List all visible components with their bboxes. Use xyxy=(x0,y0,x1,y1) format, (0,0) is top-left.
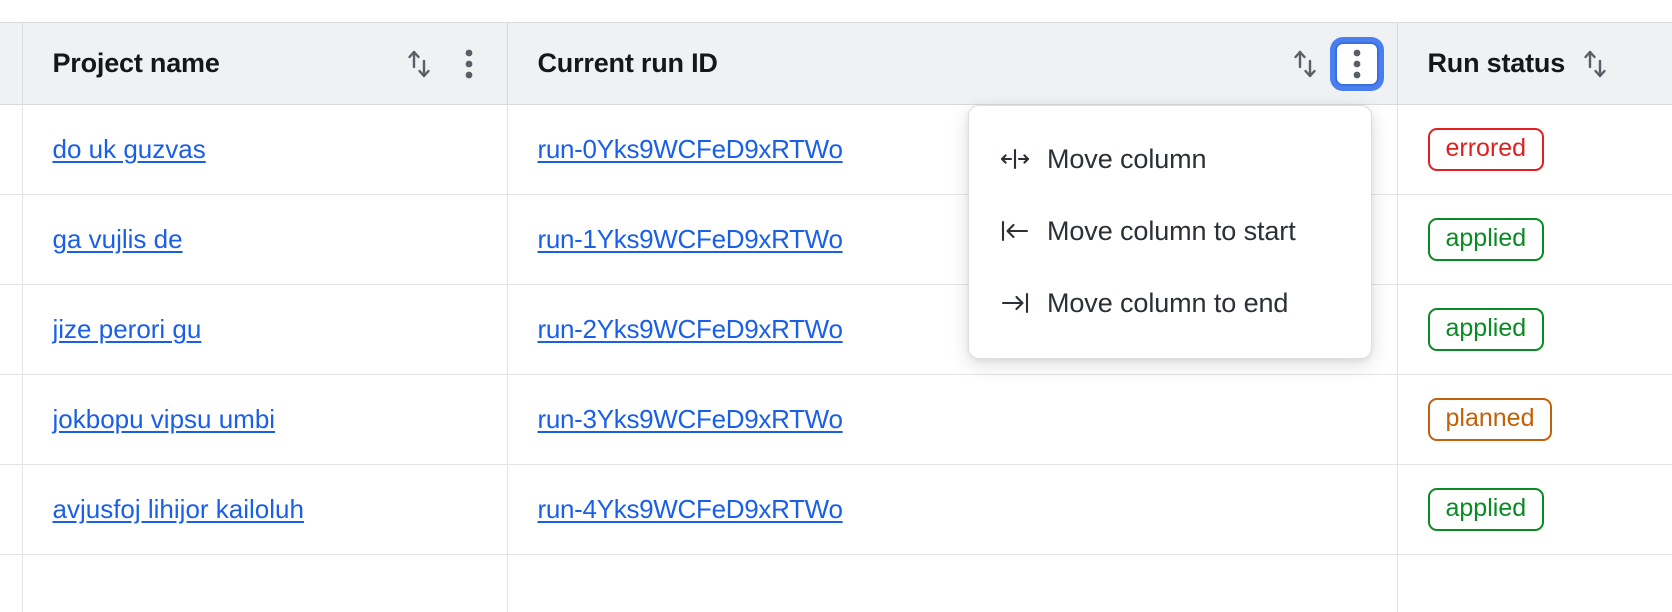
table-row xyxy=(0,554,1672,612)
row-gutter xyxy=(0,464,23,555)
header-gutter xyxy=(0,22,23,105)
sort-button-run-status[interactable] xyxy=(1575,44,1615,84)
project-name-link[interactable]: do uk guzvas xyxy=(52,134,206,164)
table-row: do uk guzvas run-0Yks9WCFeD9xRTWo errore… xyxy=(0,104,1672,195)
move-column-to-start-icon xyxy=(999,215,1031,247)
cell-run-status: errored xyxy=(1397,104,1672,195)
cell-project-name: jize perori gu xyxy=(22,284,508,375)
project-name-link[interactable]: jize perori gu xyxy=(52,314,202,344)
status-badge: planned xyxy=(1427,398,1553,441)
run-id-link[interactable]: run-3Yks9WCFeD9xRTWo xyxy=(537,404,843,434)
project-name-link[interactable]: jokbopu vipsu umbi xyxy=(52,404,276,434)
cell-project-name: do uk guzvas xyxy=(22,104,508,195)
menu-item-label: Move column to end xyxy=(1047,287,1289,318)
status-badge: errored xyxy=(1427,128,1545,171)
sort-updown-icon xyxy=(1293,50,1316,77)
menu-item-label: Move column xyxy=(1047,143,1207,174)
cell-run-status: applied xyxy=(1397,194,1672,285)
table-header: Project name xyxy=(0,22,1672,105)
cell-run-status xyxy=(1397,554,1672,612)
project-name-link[interactable]: avjusfoj lihijor kailoluh xyxy=(52,494,304,524)
table-row: jize perori gu run-2Yks9WCFeD9xRTWo appl… xyxy=(0,284,1672,375)
table-row: avjusfoj lihijor kailoluh run-4Yks9WCFeD… xyxy=(0,464,1672,555)
projects-table: Project name xyxy=(0,22,1672,612)
row-gutter xyxy=(0,374,23,465)
run-id-link[interactable]: run-0Yks9WCFeD9xRTWo xyxy=(537,134,843,164)
column-menu-button-current-run-id[interactable] xyxy=(1334,41,1379,86)
column-header-project-name: Project name xyxy=(22,22,508,105)
menu-item-label: Move column to start xyxy=(1047,215,1296,246)
move-column-icon xyxy=(999,143,1031,175)
row-gutter xyxy=(0,284,23,375)
row-gutter xyxy=(0,554,23,612)
column-header-run-status: Run status xyxy=(1397,22,1672,105)
kebab-vertical-icon xyxy=(465,49,472,78)
column-header-label-run-status: Run status xyxy=(1427,48,1566,78)
menu-item-move-column-to-start[interactable]: Move column to start xyxy=(969,195,1371,267)
project-name-link[interactable]: ga vujlis de xyxy=(52,224,183,254)
sort-updown-icon xyxy=(1584,50,1606,77)
cell-project-name: jokbopu vipsu umbi xyxy=(22,374,508,465)
table-body: do uk guzvas run-0Yks9WCFeD9xRTWo errore… xyxy=(0,104,1672,612)
run-id-link[interactable]: run-1Yks9WCFeD9xRTWo xyxy=(537,224,843,254)
cell-project-name: avjusfoj lihijor kailoluh xyxy=(22,464,508,555)
run-id-link[interactable]: run-4Yks9WCFeD9xRTWo xyxy=(537,494,843,524)
status-badge: applied xyxy=(1427,308,1545,351)
cell-current-run-id xyxy=(507,554,1398,612)
sort-updown-icon xyxy=(407,50,430,77)
menu-item-move-column[interactable]: Move column xyxy=(969,123,1371,195)
sort-button-current-run-id[interactable] xyxy=(1285,44,1325,84)
cell-current-run-id: run-4Yks9WCFeD9xRTWo xyxy=(507,464,1398,555)
cell-current-run-id: run-3Yks9WCFeD9xRTWo xyxy=(507,374,1398,465)
kebab-vertical-icon xyxy=(1353,49,1360,78)
menu-item-move-column-to-end[interactable]: Move column to end xyxy=(969,267,1371,339)
cell-run-status: planned xyxy=(1397,374,1672,465)
column-context-menu: Move column Move column to start xyxy=(968,105,1372,359)
row-gutter xyxy=(0,104,23,195)
table-header-row: Project name xyxy=(0,22,1672,105)
table-row: ga vujlis de run-1Yks9WCFeD9xRTWo applie… xyxy=(0,194,1672,285)
sort-button-project-name[interactable] xyxy=(399,44,439,84)
cell-project-name: ga vujlis de xyxy=(22,194,508,285)
column-header-label-project-name: Project name xyxy=(52,48,220,78)
status-badge: applied xyxy=(1427,218,1545,261)
cell-run-status: applied xyxy=(1397,464,1672,555)
row-gutter xyxy=(0,194,23,285)
column-menu-button-project-name[interactable] xyxy=(449,44,489,84)
cell-project-name xyxy=(22,554,508,612)
column-header-current-run-id: Current run ID xyxy=(507,22,1398,105)
run-id-link[interactable]: run-2Yks9WCFeD9xRTWo xyxy=(537,314,843,344)
cell-run-status: applied xyxy=(1397,284,1672,375)
table-row: jokbopu vipsu umbi run-3Yks9WCFeD9xRTWo … xyxy=(0,374,1672,465)
move-column-to-end-icon xyxy=(999,287,1031,319)
status-badge: applied xyxy=(1427,488,1545,531)
column-header-label-current-run-id: Current run ID xyxy=(537,48,718,78)
